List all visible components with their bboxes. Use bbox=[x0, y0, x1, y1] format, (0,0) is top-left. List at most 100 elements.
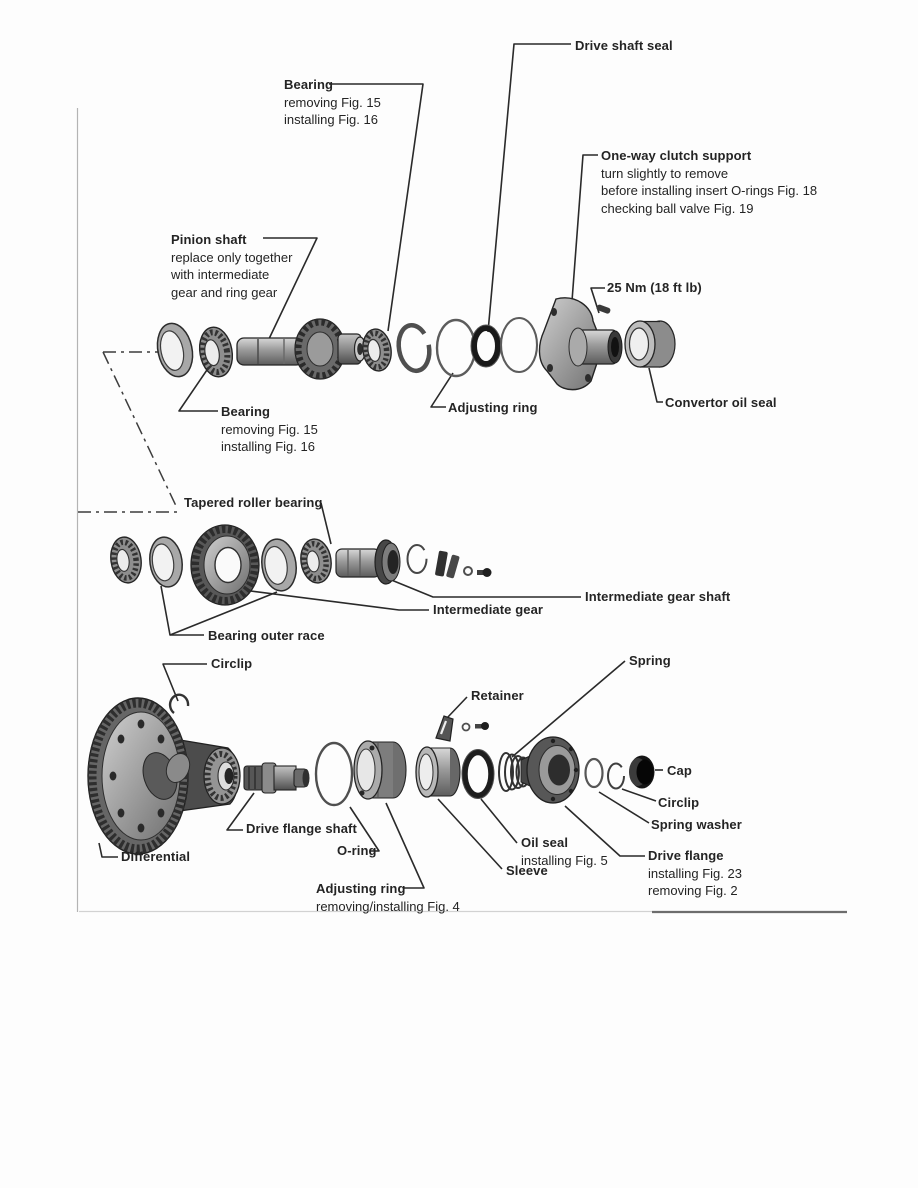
label-one-way-clutch-support: One-way clutch support turn slightly to … bbox=[601, 147, 817, 217]
leader-oil-seal bbox=[480, 798, 518, 844]
label-title: Bearing bbox=[284, 77, 334, 92]
label-oil-seal: Oil seal installing Fig. 5 bbox=[521, 834, 608, 869]
label-title: Retainer bbox=[471, 688, 524, 703]
label-title: Oil seal bbox=[521, 835, 569, 850]
label-bearing-upper: Bearing removing Fig. 15 installing Fig.… bbox=[284, 76, 381, 129]
washer-part bbox=[463, 566, 473, 576]
label-title: Bearing outer race bbox=[208, 628, 325, 643]
label-title: Intermediate gear bbox=[433, 602, 544, 617]
bearing-race-part bbox=[261, 538, 297, 592]
leader-convertor-oil-seal bbox=[648, 367, 663, 403]
label-title: Drive flange shaft bbox=[246, 821, 357, 836]
intermediate-gear-part bbox=[190, 524, 260, 606]
label-title: Differential bbox=[121, 849, 191, 864]
label-note: before installing insert O-rings Fig. 18 bbox=[601, 183, 818, 198]
label-bearing-outer-race: Bearing outer race bbox=[208, 627, 325, 645]
label-o-ring: O-ring bbox=[337, 842, 377, 860]
leader-torque bbox=[590, 287, 605, 314]
label-retainer: Retainer bbox=[471, 687, 524, 705]
label-title: Spring washer bbox=[651, 817, 742, 832]
pinion-shaft-part bbox=[236, 318, 367, 380]
label-bearing-lower: Bearing removing Fig. 15 installing Fig.… bbox=[221, 403, 318, 456]
label-note: installing Fig. 5 bbox=[521, 852, 608, 868]
pinion-shaft-assembly-drawing bbox=[156, 297, 676, 391]
page-borders bbox=[76, 108, 847, 914]
tapered-bearing-part bbox=[110, 536, 142, 584]
drive-shaft-seal-part bbox=[470, 324, 502, 368]
bolt-part bbox=[475, 722, 489, 730]
label-drive-shaft-seal: Drive shaft seal bbox=[575, 37, 673, 55]
centerline-dash-dot bbox=[78, 351, 178, 513]
leader-drive-flange-shaft bbox=[226, 792, 255, 831]
label-note: turn slightly to remove bbox=[601, 165, 729, 181]
bearing-race-part bbox=[149, 536, 183, 588]
leader-spring bbox=[511, 660, 626, 758]
label-title: 25 Nm (18 ft lb) bbox=[607, 280, 702, 295]
leader-differential bbox=[98, 842, 118, 858]
leader-circlip-upper bbox=[162, 663, 207, 702]
circlip-part bbox=[607, 762, 625, 790]
leader-adjusting-ring-lower bbox=[385, 802, 425, 889]
label-circlip-upper: Circlip bbox=[211, 655, 252, 673]
leader-circlip-lower-right bbox=[621, 788, 657, 802]
label-spring-washer: Spring washer bbox=[651, 816, 742, 834]
shaft-key-clips-part bbox=[435, 550, 460, 579]
label-differential: Differential bbox=[121, 848, 190, 866]
label-title: Spring bbox=[629, 653, 671, 668]
label-title: Drive shaft seal bbox=[575, 38, 673, 53]
tapered-bearing-part bbox=[198, 326, 234, 378]
leader-sleeve bbox=[437, 798, 503, 870]
label-drive-flange-shaft: Drive flange shaft bbox=[246, 820, 357, 838]
leader-intermediate-gear bbox=[242, 589, 429, 611]
label-drive-flange: Drive flange installing Fig. 23 removing… bbox=[648, 847, 742, 900]
leader-one-way-clutch-support bbox=[571, 154, 598, 302]
tapered-bearing-part bbox=[362, 328, 392, 372]
cap-part bbox=[629, 755, 655, 789]
oil-seal-part bbox=[461, 749, 495, 799]
adjusting-ring-part bbox=[435, 318, 477, 378]
label-note: installing Fig. 23 bbox=[648, 865, 742, 881]
label-note: installing Fig. 16 bbox=[284, 112, 378, 127]
leader-pinion-shaft bbox=[263, 237, 318, 342]
label-pinion-shaft: Pinion shaft replace only together with … bbox=[171, 231, 292, 301]
label-intermediate-gear-shaft: Intermediate gear shaft bbox=[585, 588, 730, 606]
leader-bearing-outer-race-b bbox=[169, 591, 278, 636]
label-note: replace only together bbox=[171, 249, 293, 265]
label-title: One-way clutch support bbox=[601, 148, 752, 163]
label-convertor-oil-seal: Convertor oil seal bbox=[665, 394, 777, 412]
label-adjusting-ring-lower: Adjusting ring removing/installing Fig. … bbox=[316, 880, 460, 915]
circlip-part bbox=[406, 544, 428, 574]
one-way-clutch-support-part bbox=[538, 297, 623, 391]
label-title: Cap bbox=[667, 763, 692, 778]
circlip-part bbox=[168, 693, 190, 714]
drive-flange-part bbox=[520, 736, 580, 804]
label-title: Circlip bbox=[658, 795, 700, 810]
leader-bearing-outer-race-a bbox=[160, 585, 204, 636]
snap-ring-part bbox=[396, 322, 432, 374]
label-note: checking ball valve Fig. 19 bbox=[601, 200, 754, 216]
label-cap: Cap bbox=[667, 762, 692, 780]
label-note: removing Fig. 2 bbox=[648, 883, 738, 898]
label-title: Adjusting ring bbox=[448, 400, 538, 415]
label-title: Adjusting ring bbox=[316, 881, 406, 896]
leader-adjusting-ring-upper bbox=[430, 372, 454, 408]
label-note: removing Fig. 15 bbox=[221, 421, 318, 437]
label-adjusting-ring-upper: Adjusting ring bbox=[448, 399, 538, 417]
retainer-part bbox=[435, 715, 454, 742]
convertor-oil-seal-part bbox=[624, 320, 676, 368]
bearing-race-part bbox=[156, 322, 194, 378]
leader-retainer bbox=[446, 696, 468, 719]
label-title: Circlip bbox=[211, 656, 253, 671]
leader-o-ring bbox=[349, 806, 380, 852]
label-note: gear and ring gear bbox=[171, 284, 278, 300]
o-ring-part bbox=[314, 741, 354, 807]
leader-tapered-roller-bearing bbox=[320, 502, 332, 545]
bolt-part bbox=[477, 568, 492, 577]
leader-drive-flange bbox=[564, 805, 645, 857]
label-note: installing Fig. 16 bbox=[221, 439, 315, 454]
label-note: with intermediate bbox=[171, 267, 270, 282]
leader-bearing-lower bbox=[178, 366, 218, 412]
label-note: removing/installing Fig. 4 bbox=[316, 898, 460, 914]
